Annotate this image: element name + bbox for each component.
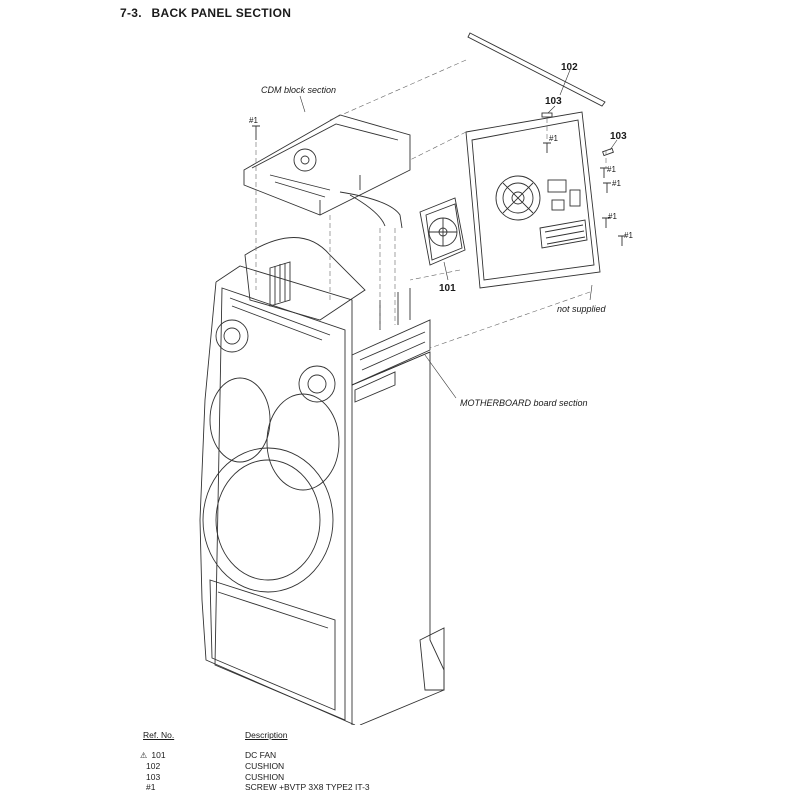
leader-lines <box>299 69 618 399</box>
not-supplied-label: not supplied <box>557 304 607 314</box>
cdm-block-label: CDM block section <box>261 85 336 95</box>
description-header: Description <box>245 730 288 740</box>
cdm-block <box>243 114 411 229</box>
screw-label: #1 <box>624 231 633 240</box>
parts-list-row: ⚠ 101 DC FAN <box>140 749 277 760</box>
dc-fan <box>419 197 466 266</box>
parts-list-row: 102 CUSHION <box>146 761 285 771</box>
parts-list-row: #1 SCREW +BVTP 3X8 TYPE2 IT-3 <box>146 782 370 792</box>
callout-102: 102 <box>561 62 578 73</box>
cushion-102 <box>467 32 606 107</box>
exploded-view-diagram: 102 103 103 101 #1 #1 #1 #1 #1 #1 CDM bl… <box>199 32 633 725</box>
screw-label: #1 <box>249 116 258 125</box>
motherboard-section <box>351 288 431 403</box>
parts-list-header: Ref. No. Description <box>140 730 540 741</box>
screws <box>252 125 626 246</box>
ref-no-header: Ref. No. <box>143 730 175 740</box>
cushion-103-b <box>602 147 614 157</box>
section-title: BACK PANEL SECTION <box>151 6 292 20</box>
section-number: 7-3. <box>120 6 142 20</box>
cushion-103-a <box>541 112 553 118</box>
parts-list: Ref. No. Description ⚠ 101 DC FAN 102 CU… <box>140 730 540 793</box>
warning-icon: ⚠ <box>140 750 148 760</box>
callout-103-a: 103 <box>545 96 562 107</box>
assembly-guides <box>255 59 607 349</box>
parts-list-row: 103 CUSHION <box>146 771 285 782</box>
motherboard-label: MOTHERBOARD board section <box>460 398 588 408</box>
screw-label: #1 <box>612 179 621 188</box>
page-title: 7-3. BACK PANEL SECTION <box>120 6 297 20</box>
heatsink <box>244 237 366 321</box>
screw-label: #1 <box>608 212 617 221</box>
callout-101: 101 <box>439 283 456 294</box>
callout-103-b: 103 <box>610 131 627 142</box>
speaker-cabinet <box>199 265 445 725</box>
screw-label: #1 <box>607 165 616 174</box>
screw-label: #1 <box>549 134 558 143</box>
back-panel <box>465 111 601 289</box>
